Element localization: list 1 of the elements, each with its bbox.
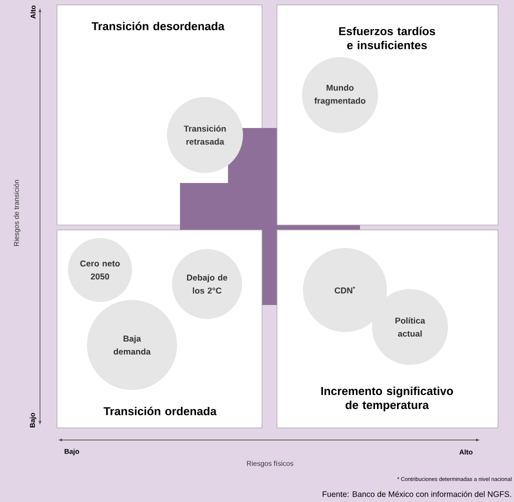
source-note: Fuente: Banco de México con información del NGFS. <box>322 491 512 497</box>
